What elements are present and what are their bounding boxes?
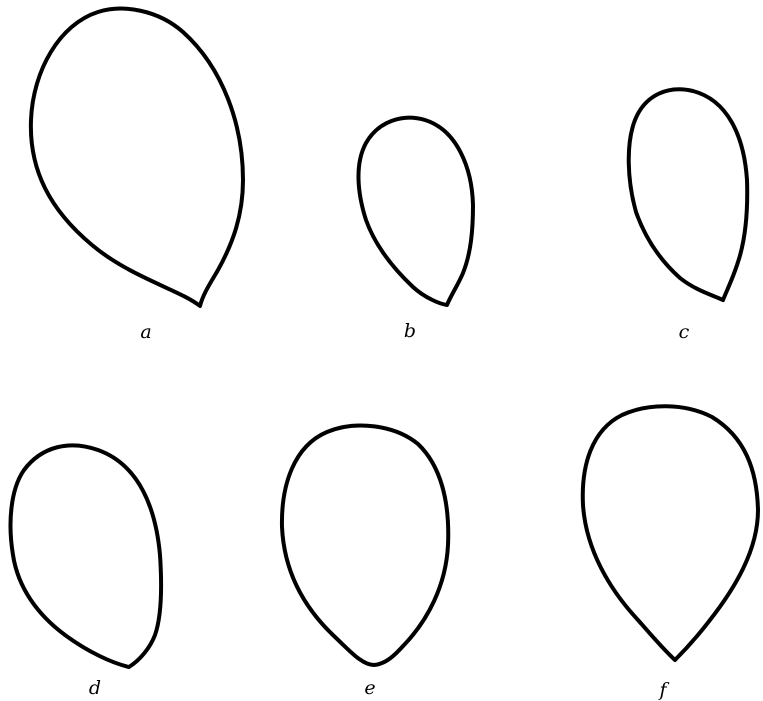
outline-c bbox=[629, 89, 748, 300]
outline-f-group: f bbox=[583, 406, 758, 701]
outline-f bbox=[583, 406, 758, 660]
outline-b-group: b bbox=[358, 118, 473, 342]
label-b: b bbox=[404, 320, 416, 342]
label-f: f bbox=[657, 679, 669, 701]
outline-b bbox=[358, 118, 473, 305]
label-c: c bbox=[679, 321, 690, 343]
outline-a bbox=[31, 9, 243, 306]
label-a: a bbox=[140, 321, 151, 343]
outline-c-group: c bbox=[629, 89, 748, 343]
label-d: d bbox=[89, 677, 101, 699]
outline-e bbox=[282, 426, 448, 665]
outline-d bbox=[11, 445, 162, 667]
outline-e-group: e bbox=[282, 426, 448, 699]
outline-a-group: a bbox=[31, 9, 243, 343]
outline-d-group: d bbox=[11, 445, 162, 699]
label-e: e bbox=[364, 677, 375, 699]
